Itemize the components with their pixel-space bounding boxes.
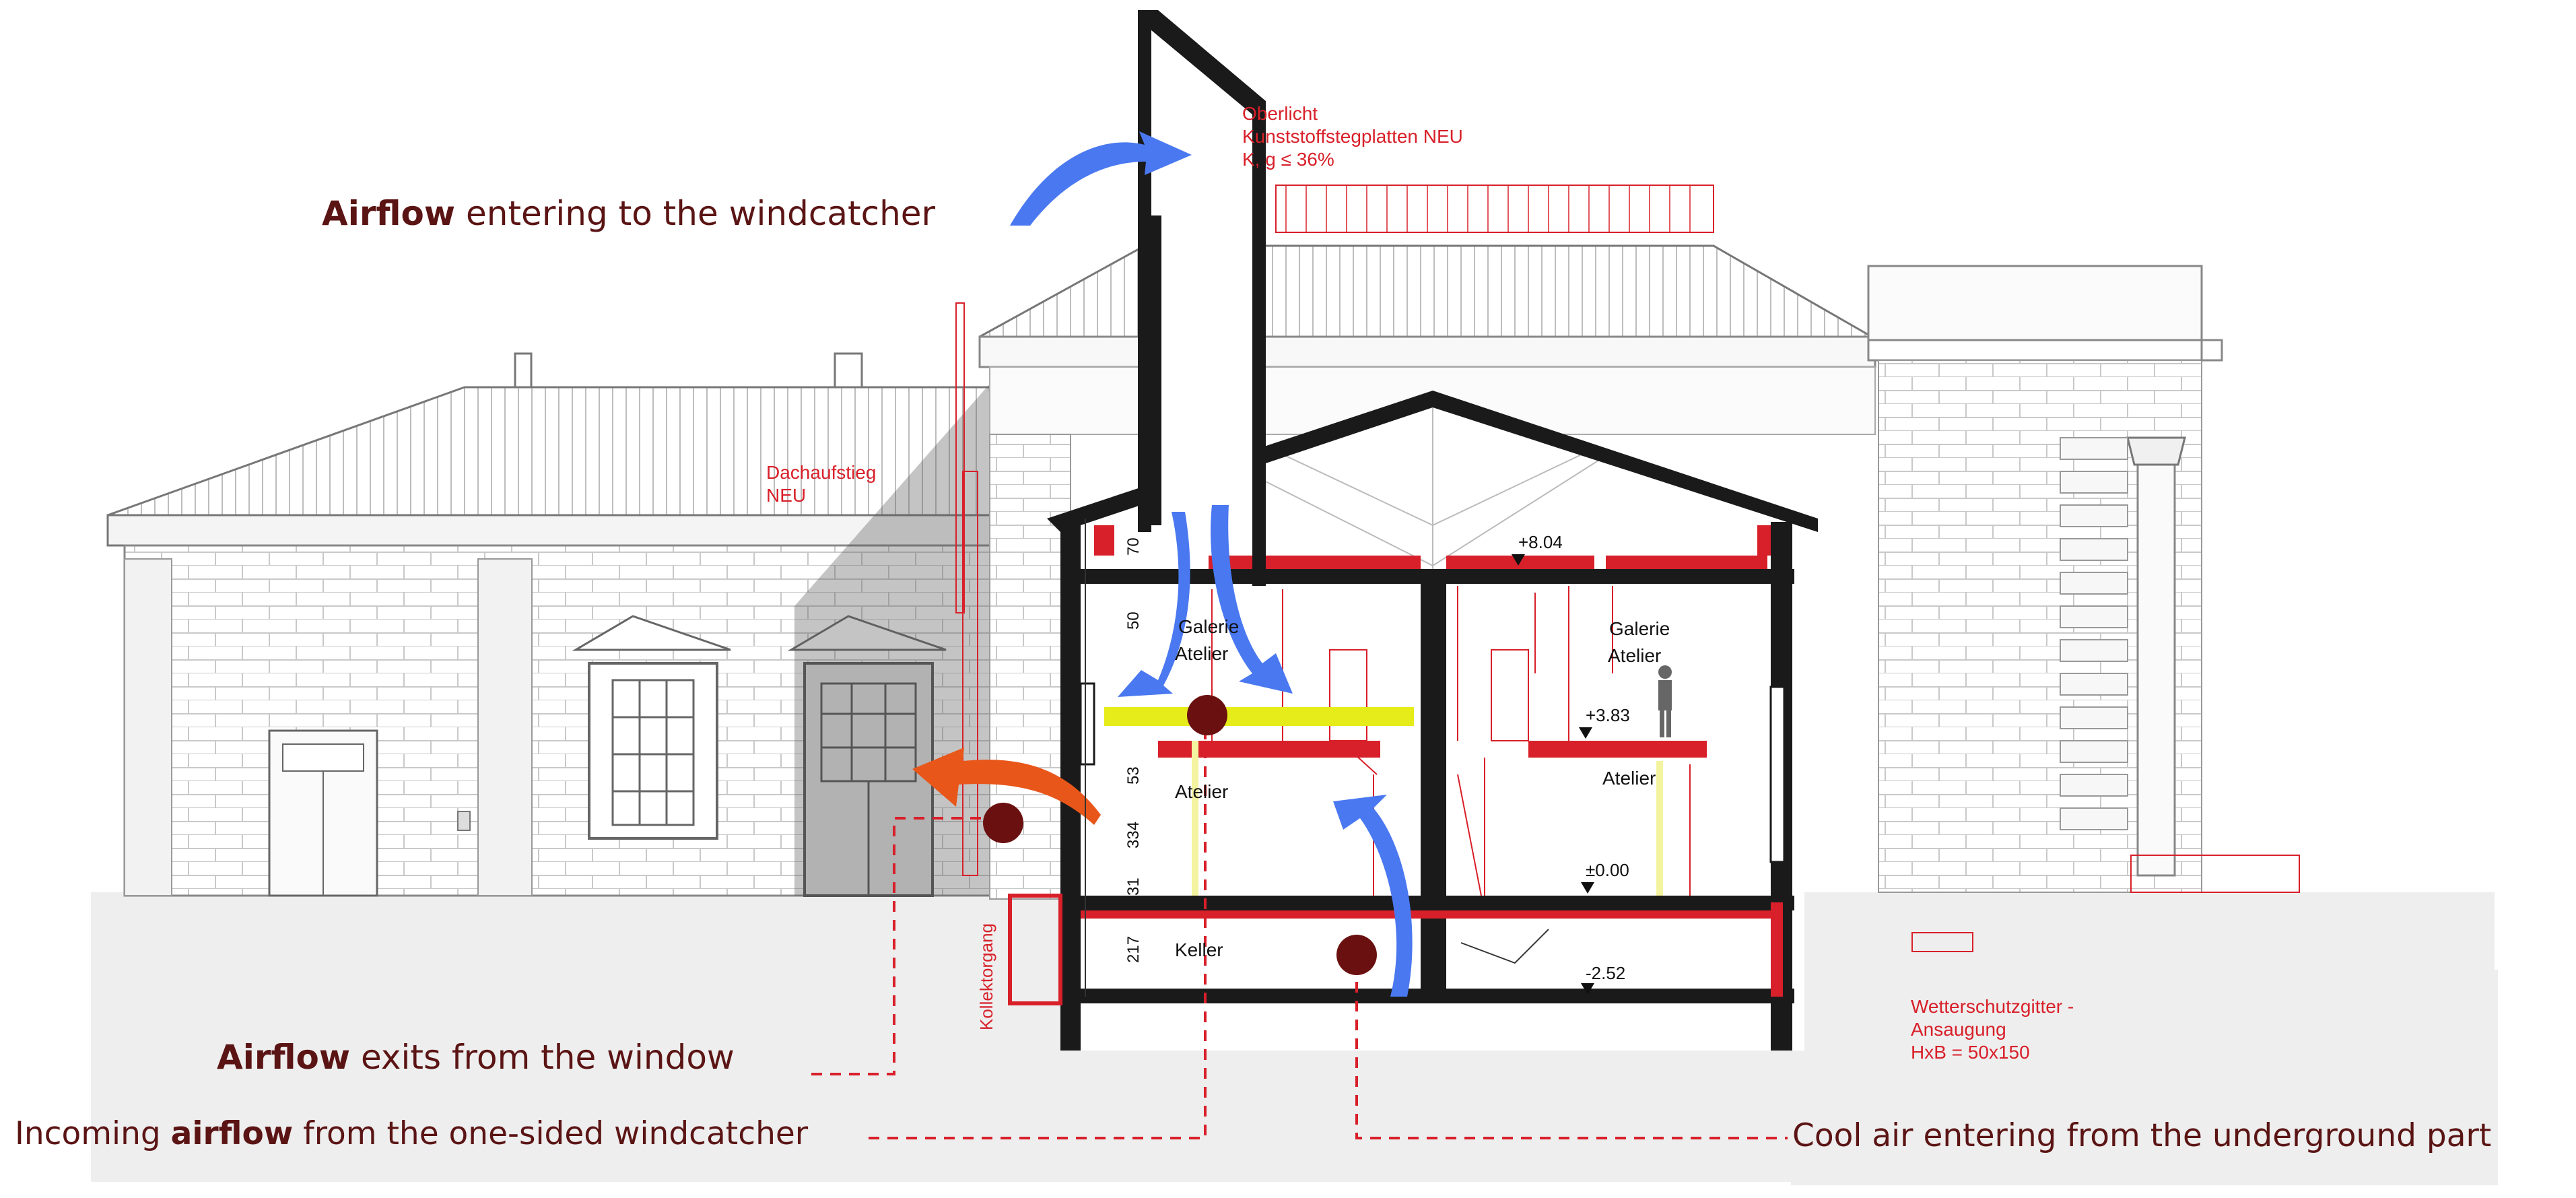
dimension-31: 31 (1124, 877, 1143, 896)
left-building-facade (106, 352, 998, 897)
room-galerie-right-2: Atelier (1608, 645, 1662, 666)
note-wetterschutz-line-2: Ansaugung (1911, 1019, 2006, 1040)
note-oberlicht-line-2: Kunststoffstegplatten NEU (1242, 126, 1463, 147)
right-ground-fill (1791, 970, 2498, 1185)
room-keller: Keller (1175, 939, 1223, 960)
windcatcher-tower (1138, 10, 1266, 586)
note-oberlicht-line-1: Oberlicht (1242, 103, 1318, 124)
leader-cool-air (1355, 963, 1788, 1139)
level-marker-gallery (1579, 727, 1592, 739)
leader-incoming (869, 729, 1207, 1139)
marker-window (983, 803, 1023, 843)
level-marker-ground (1581, 882, 1594, 894)
airflow-entry-arrow (1010, 131, 1192, 226)
note-oberlicht: Oberlicht Kunststoffstegplatten NEU K, g… (1242, 102, 1463, 171)
note-wetterschutz-line-1: Wetterschutzgitter - (1911, 996, 2074, 1017)
level-gallery: +3.83 (1586, 705, 1630, 725)
airflow-exit-arrow (912, 747, 1101, 825)
annotation-windcatcher-entry-rest: entering to the windcatcher (455, 194, 936, 233)
dimension-50: 50 (1124, 611, 1143, 630)
note-oberlicht-line-3: K, g ≤ 36% (1242, 149, 1334, 170)
note-kollektorgang: Kollektorgang (976, 923, 996, 1030)
attic-space (1060, 397, 1811, 579)
level-basement: -2.52 (1586, 963, 1626, 983)
note-wetterschutz-line-3: HxB = 50x150 (1911, 1042, 2030, 1063)
note-wetterschutz: Wetterschutzgitter - Ansaugung HxB = 50x… (1911, 995, 2074, 1064)
annotation-incoming: Incoming airflow from the one-sided wind… (15, 1118, 808, 1150)
annotation-windcatcher-entry: Airflow entering to the windcatcher (322, 197, 935, 230)
dimension-217: 217 (1124, 935, 1143, 963)
level-marker-basement (1581, 983, 1594, 995)
marker-basement (1336, 935, 1377, 975)
annotation-incoming-pre: Incoming (15, 1115, 171, 1152)
leader-window-exit (811, 817, 986, 1075)
annotation-cool-air: Cool air entering from the underground p… (1792, 1117, 2492, 1154)
person-silhouette (1658, 665, 1672, 737)
dimension-70: 70 (1124, 537, 1143, 556)
room-galerie-left-1: Galerie (1178, 616, 1240, 637)
dimension-53: 53 (1124, 766, 1143, 785)
annotation-incoming-bold: airflow (170, 1115, 294, 1152)
note-dachaufstieg: Dachaufstieg NEU (766, 461, 876, 507)
dimension-334: 334 (1124, 821, 1143, 848)
room-galerie-left-2: Atelier (1175, 643, 1229, 664)
level-marker-roof (1512, 554, 1525, 566)
room-atelier-left: Atelier (1175, 781, 1229, 802)
annotation-window-exit-rest: exits from the window (350, 1038, 735, 1077)
annotation-window-exit: Airflow exits from the window (217, 1040, 735, 1074)
room-atelier-right: Atelier (1602, 768, 1656, 789)
note-dachaufstieg-line-2: NEU (766, 485, 807, 506)
level-roof: +8.04 (1518, 532, 1563, 552)
gallery-beam (1104, 707, 1414, 726)
marker-gallery (1187, 695, 1227, 735)
airflow-down-arrow-right (1211, 505, 1293, 694)
room-galerie-right-1: Galerie (1609, 618, 1670, 639)
level-ground: ±0.00 (1586, 860, 1629, 880)
note-dachaufstieg-line-1: Dachaufstieg (766, 462, 877, 483)
airflow-down-arrow-left (1118, 512, 1190, 697)
annotation-windcatcher-entry-bold: Airflow (322, 194, 456, 233)
airflow-arrows-blue (1010, 131, 1413, 997)
airflow-up-arrow (1333, 795, 1413, 997)
annotation-incoming-rest: from the one-sided windcatcher (293, 1115, 809, 1152)
annotation-window-exit-bold: Airflow (217, 1038, 351, 1077)
